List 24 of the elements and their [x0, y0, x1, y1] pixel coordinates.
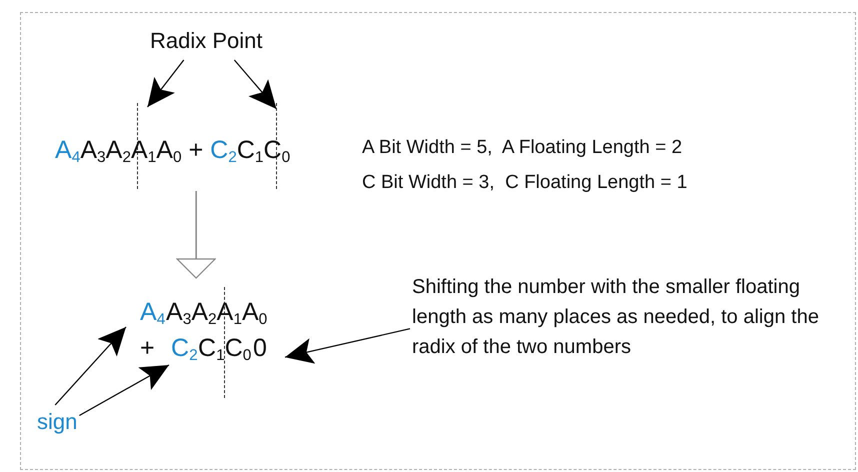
leader-arrow [234, 60, 277, 110]
callout-text: sign [37, 409, 78, 435]
leader-arrow [147, 60, 184, 108]
radix-line [276, 103, 277, 189]
parameter-note: C Bit Width = 3, C Floating Length = 1 [362, 172, 688, 194]
sign-bit: C$_{2}$ [171, 334, 198, 363]
expression-term: + [188, 136, 204, 165]
radix-line [137, 103, 138, 189]
expression-term: A$_{4}$ [55, 136, 80, 165]
expression-term: C$_{1}$C$_{0}$ [236, 136, 290, 165]
callout-text: Radix Point [150, 28, 263, 54]
annotation-text: Shifting the number with the smaller floating length as many places as needed, to align the radix of the two numbers [412, 272, 857, 362]
parameter-note: A Bit Width = 5, A Floating Length = 2 [362, 137, 682, 159]
expression-term: + [140, 334, 155, 363]
leader-arrow [79, 364, 170, 416]
sign-bit: A$_{4}$ [140, 298, 166, 327]
expression-term: 0 [253, 334, 267, 363]
leader-arrow [284, 328, 410, 364]
expression-term: A$_{3}$A$_{2}$A$_{1}$A$_{0}$ [166, 298, 268, 327]
leader-arrow [54, 326, 126, 406]
expression-term: C$_{2}$ [210, 136, 237, 165]
expression-term: C$_{1}$C$_{0}$ [198, 334, 252, 363]
expression-term: A$_{3}$A$_{2}$A$_{1}$A$_{0}$ [80, 136, 182, 165]
block-arrow [176, 191, 216, 279]
